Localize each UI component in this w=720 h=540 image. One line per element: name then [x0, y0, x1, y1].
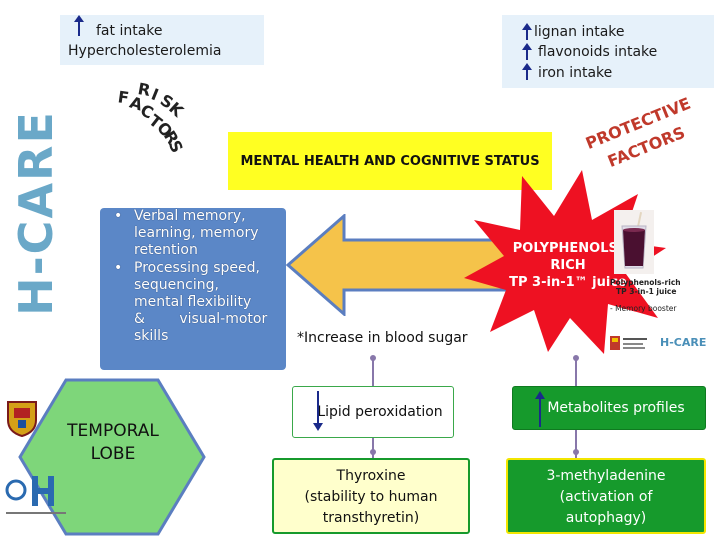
list-line: Processing speed,	[134, 259, 260, 276]
hypercholesterolemia-label: Hypercholesterolemia	[68, 43, 222, 59]
university-logo-icon	[610, 336, 647, 350]
polyphenols-line: TP 3-in-1™ juice	[509, 275, 627, 290]
list-line: retention	[134, 242, 198, 259]
down-arrow-icon	[313, 391, 323, 431]
mental-health-banner: MENTAL HEALTH AND COGNITIVE STATUS	[228, 132, 552, 190]
temporal-lobe-label: TEMPORAL LOBE	[48, 420, 178, 466]
temporal-lobe-hexagon-icon	[18, 378, 206, 536]
juice-caption: Polyphenols-rich TP 3-in-1 juice - Memor…	[610, 278, 718, 313]
lipid-peroxidation-box: Lipid peroxidation	[292, 386, 454, 438]
thyroxine-line: transthyretin)	[322, 510, 420, 526]
cognitive-functions-list: Verbal memory, learning, memory retentio…	[112, 208, 272, 346]
increase-blood-sugar-label: *Increase in blood sugar	[297, 330, 468, 346]
lipid-peroxidation-label: Lipid peroxidation	[317, 404, 443, 420]
fat-intake-label: fat intake	[96, 23, 163, 39]
iron-intake-label: iron intake	[538, 65, 613, 81]
protective-intake-box: lignan intake flavonoids intake iron int…	[502, 15, 714, 88]
juice-glass-icon	[614, 210, 654, 274]
list-line: learning, memory	[134, 225, 259, 242]
thyroxine-box: Thyroxine (stability to human transthyre…	[272, 458, 470, 534]
hcare-small-logo: H-CARE	[660, 336, 707, 349]
methyladenine-line: 3-methyladenine	[546, 468, 666, 484]
crest-logo-icon	[7, 401, 37, 438]
up-arrow-icon	[522, 23, 532, 40]
juice-caption-line: - Memory booster	[610, 304, 677, 313]
list-line: mental flexibility	[134, 294, 252, 311]
thyroxine-line: Thyroxine	[336, 468, 406, 484]
polyphenols-line: POLYPHENOLS-	[512, 241, 624, 256]
juice-caption-line: Polyphenols-rich	[610, 278, 681, 287]
lignan-intake-label: lignan intake	[534, 24, 625, 40]
temporal-line: TEMPORAL	[67, 421, 159, 441]
polyphenols-label: POLYPHENOLS- RICH TP 3-in-1™ juice	[484, 240, 652, 291]
up-arrow-icon	[522, 63, 532, 80]
up-arrow-icon	[535, 391, 545, 427]
up-arrow-icon	[522, 43, 532, 60]
list-line: Verbal memory,	[134, 208, 246, 224]
polyphenols-line: RICH	[550, 258, 586, 273]
up-arrow-icon	[74, 15, 84, 36]
list-item: Verbal memory, learning, memory retentio…	[112, 208, 272, 260]
temporal-line: LOBE	[90, 444, 136, 464]
juice-caption-line: TP 3-in-1 juice	[616, 287, 677, 296]
community-logo-icon	[5, 476, 66, 514]
thyroxine-line: (stability to human	[304, 489, 438, 505]
list-line: skills	[134, 328, 169, 345]
logo-strip: H-CARE	[610, 330, 718, 358]
metabolites-profiles-box: Metabolites profiles	[512, 386, 706, 430]
metabolites-profiles-label: Metabolites profiles	[547, 400, 685, 416]
methyladenine-line: autophagy)	[565, 510, 647, 526]
methyladenine-line: (activation of	[559, 489, 653, 505]
flavonoids-intake-label: flavonoids intake	[538, 44, 658, 60]
list-line: sequencing,	[134, 276, 219, 293]
methyladenine-box: 3-methyladenine (activation of autophagy…	[506, 458, 706, 534]
risk-intake-box: fat intake Hypercholesterolemia	[60, 15, 264, 65]
list-item: Processing speed, sequencing, mental fle…	[112, 260, 272, 346]
list-line: & visual-motor	[134, 311, 268, 328]
